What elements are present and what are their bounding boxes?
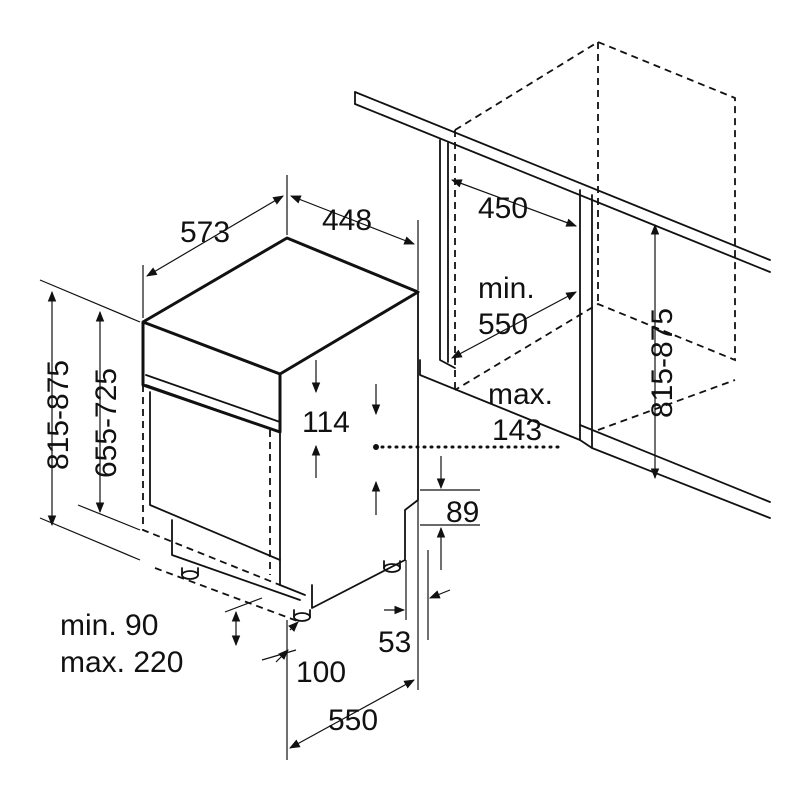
label-foot-min: min. 90 (60, 609, 158, 642)
label-depth-448: 448 (322, 204, 372, 237)
label-height-655-725: 655-725 (90, 368, 123, 478)
dimension-lines (39, 175, 660, 760)
label-niche-min-line2: 550 (478, 308, 528, 341)
label-niche-450: 450 (478, 192, 528, 225)
label-plinth-89: 89 (446, 496, 479, 529)
dishwasher-body (141, 236, 562, 622)
label-max-line2: 143 (492, 414, 542, 447)
label-foot-max: max. 220 (60, 646, 183, 679)
dimension-labels: 573 448 450 min. 550 815-875 655-725 114… (42, 192, 679, 737)
label-depth-550: 550 (328, 704, 378, 737)
label-max-line1: max. (488, 378, 553, 411)
label-niche-height-815-875: 815-875 (646, 308, 679, 418)
label-width-573: 573 (180, 216, 230, 249)
label-foot-100: 100 (296, 656, 346, 689)
label-niche-min-line1: min. (478, 272, 535, 305)
label-plinth-53: 53 (378, 626, 411, 659)
label-height-815-875-left: 815-875 (42, 360, 75, 470)
label-panel-114: 114 (302, 406, 350, 439)
